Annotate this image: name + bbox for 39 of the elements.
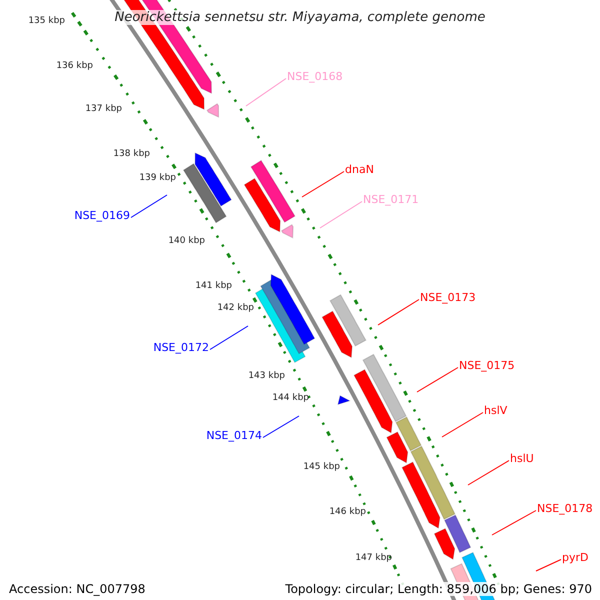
- leader-line: [468, 460, 510, 486]
- leader-line: [416, 367, 458, 392]
- tick-label: 145 kbp: [303, 463, 340, 472]
- leader-line: [302, 171, 344, 198]
- tick-label: 144 kbp: [272, 394, 309, 403]
- tick-label: 143 kbp: [248, 372, 285, 381]
- footer-text: Accession: NC_007798: [7, 582, 148, 596]
- gene-label: NSE_0171: [363, 194, 419, 205]
- tick-label: 139 kbp: [139, 174, 176, 183]
- gene-label: NSE_0173: [420, 292, 476, 303]
- leader-line: [536, 559, 562, 572]
- gene-label: NSE_0178: [537, 503, 593, 514]
- gene-label: NSE_0169: [74, 210, 130, 221]
- gene-label: NSE_0174: [206, 430, 262, 441]
- tick-label: 142 kbp: [217, 304, 254, 313]
- leader-line: [246, 78, 286, 106]
- leader-line: [378, 299, 420, 326]
- footer-text: Topology: circular; Length: 859,006 bp; Genes: 970: [283, 582, 594, 596]
- leader-line: [130, 194, 168, 218]
- leader-line: [442, 412, 484, 438]
- tick-label: 140 kbp: [168, 237, 205, 246]
- gene-label: hslV: [484, 405, 508, 416]
- tick-label: 141 kbp: [195, 282, 232, 291]
- gene-label: NSE_0172: [153, 342, 209, 353]
- gene-label: NSE_0175: [459, 360, 515, 371]
- leader-line: [492, 510, 536, 536]
- tick-label: 147 kbp: [355, 554, 392, 563]
- gene-label: pyrD: [562, 552, 588, 563]
- leader-line: [262, 416, 300, 438]
- tick-label: 137 kbp: [85, 105, 122, 114]
- gene-label: hslU: [510, 453, 534, 464]
- leader-line: [210, 326, 248, 350]
- tick-label: 146 kbp: [329, 508, 366, 517]
- gene-label: NSE_0168: [287, 71, 343, 82]
- gene-label: dnaN: [345, 164, 374, 175]
- tick-label: 135 kbp: [28, 17, 65, 26]
- tick-label: 138 kbp: [113, 150, 150, 159]
- tick-label: 136 kbp: [56, 62, 93, 71]
- leader-line: [320, 201, 362, 228]
